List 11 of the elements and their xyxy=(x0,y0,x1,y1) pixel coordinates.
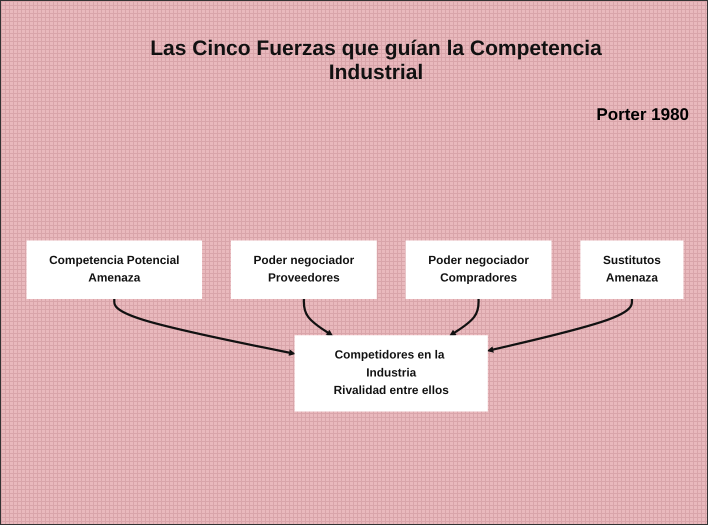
node-box: Sustitutos Amenaza xyxy=(580,240,684,299)
node-box: Competencia Potencial Amenaza xyxy=(26,240,202,299)
arrow xyxy=(302,298,333,336)
node-box: Poder negociador Proveedores xyxy=(230,240,377,299)
arrow xyxy=(450,298,480,336)
title: Las Cinco Fuerzas que guían la Competencia Industrial xyxy=(149,37,603,85)
arrow xyxy=(113,298,296,356)
note: Porter 1980 xyxy=(596,105,689,125)
node-box: Poder negociador Compradores xyxy=(406,240,552,299)
node-box: Competidores en la Industria Rivalidad entre ellos xyxy=(294,335,488,412)
arrow xyxy=(487,298,634,353)
